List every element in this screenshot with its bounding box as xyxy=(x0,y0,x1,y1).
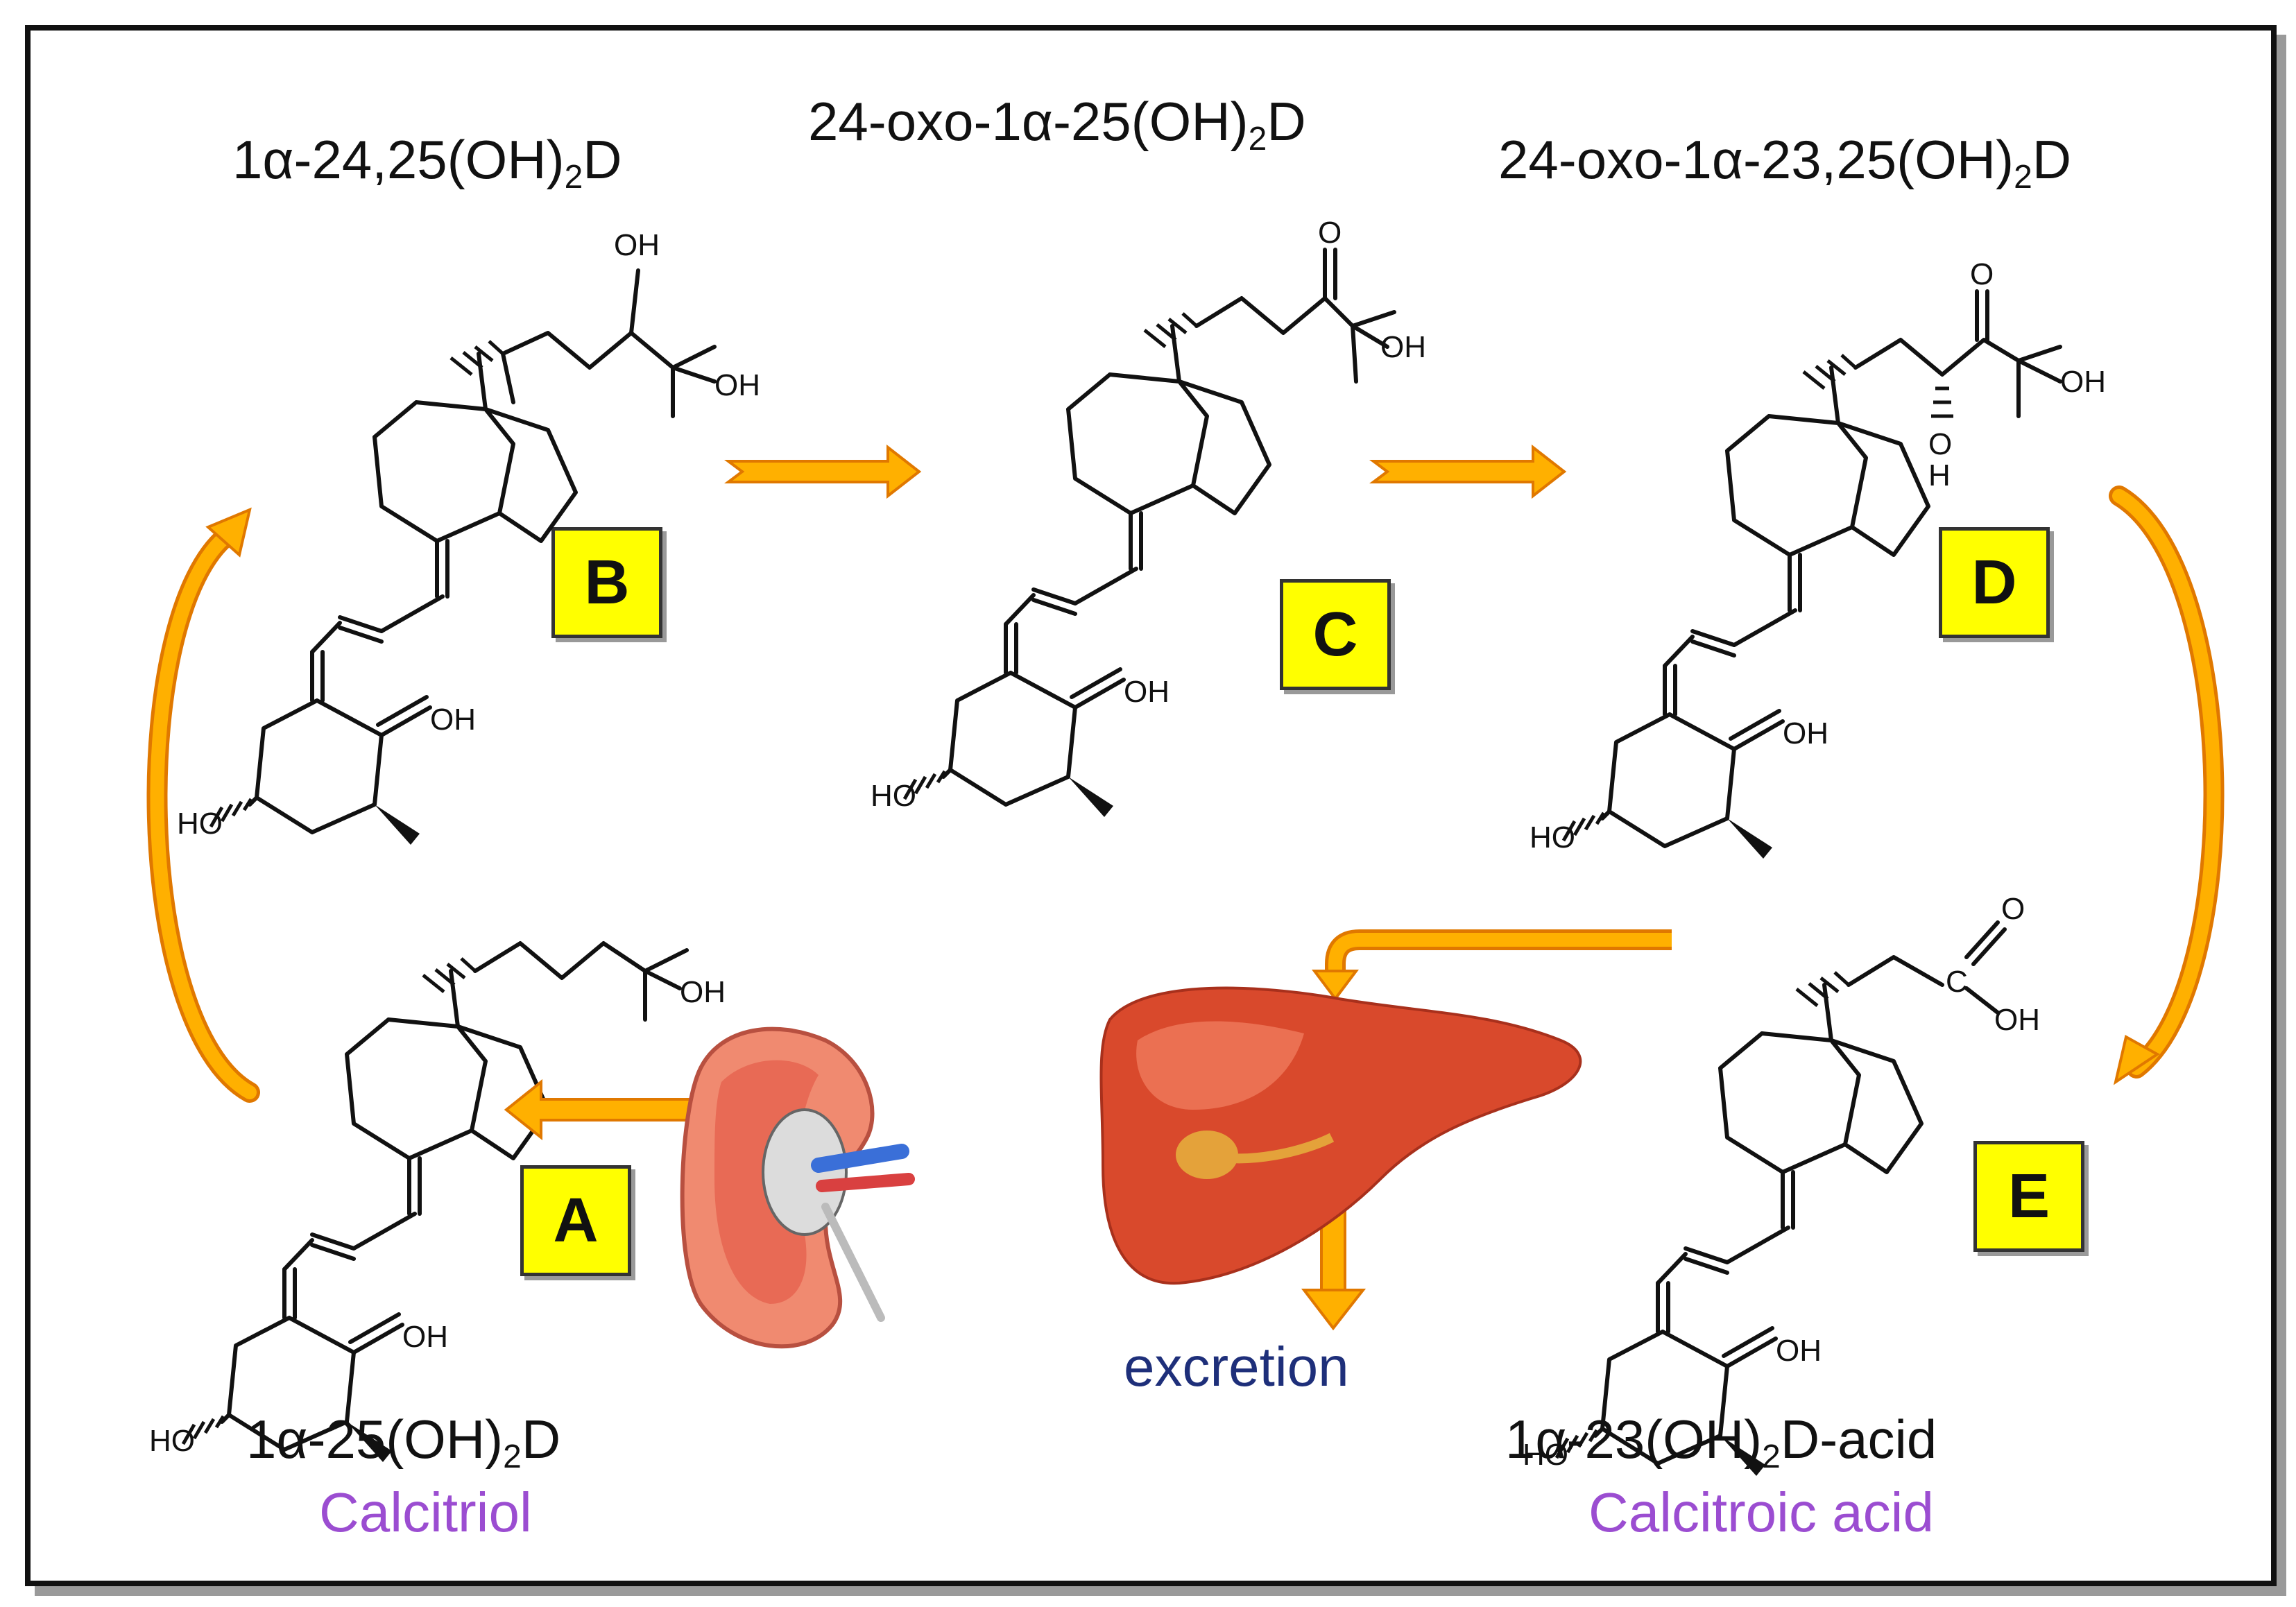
molecule-a: OH HO OH xyxy=(149,941,726,1462)
atom-o: O xyxy=(2001,892,2025,926)
atom-oh: OH xyxy=(1783,716,1828,750)
common-name-e: Calcitroic acid xyxy=(1588,1481,1934,1543)
atom-ho: HO xyxy=(1530,820,1575,854)
atom-h: H xyxy=(1928,458,1951,492)
atom-ho: HO xyxy=(177,807,223,841)
atom-oh: OH xyxy=(402,1320,448,1354)
arrow-e-to-liver xyxy=(1312,929,1672,1002)
common-name-a: Calcitriol xyxy=(319,1481,532,1543)
atom-oh: OH xyxy=(1124,675,1170,709)
atom-oh: OH xyxy=(1380,330,1426,364)
atom-c: C xyxy=(1946,965,1968,999)
molecule-b: OH OH HO OH xyxy=(177,228,760,845)
atom-oh: OH xyxy=(614,228,660,262)
badge-c: C xyxy=(1280,579,1391,690)
title-e: 1α-23(OH)2D-acid xyxy=(1505,1409,1937,1475)
kidney-illustration xyxy=(680,1026,915,1349)
molecule-e: C O OH HO OH xyxy=(1523,892,2040,1476)
arrow-a-to-b xyxy=(146,507,260,1103)
arrow-d-to-e xyxy=(2109,485,2225,1085)
atom-o: O xyxy=(1970,257,1994,291)
atom-o: O xyxy=(1318,216,1342,250)
title-d: 24-oxo-1α-23,25(OH)2D xyxy=(1498,129,2072,196)
liver-illustration xyxy=(1099,986,1582,1285)
arrow-kidney-to-a xyxy=(504,1079,719,1141)
atom-oh: OH xyxy=(1776,1334,1822,1368)
atom-oh: OH xyxy=(1994,1003,2040,1037)
title-a: 1α-25(OH)2D xyxy=(246,1409,561,1475)
arrow-b-to-c xyxy=(724,444,922,499)
badge-e: E xyxy=(1973,1141,2084,1252)
atom-oh: OH xyxy=(430,703,476,737)
arrow-c-to-d xyxy=(1369,444,1567,499)
badge-a: A xyxy=(520,1165,631,1276)
molecule-d: O OH O H HO OH xyxy=(1530,257,2106,859)
atom-oh: OH xyxy=(2060,365,2106,399)
atom-ho: HO xyxy=(1523,1438,1568,1472)
title-b: 1α-24,25(OH)2D xyxy=(232,129,622,196)
badge-d: D xyxy=(1939,527,2050,638)
atom-o: O xyxy=(1928,427,1952,461)
atom-ho: HO xyxy=(149,1424,195,1458)
title-c: 24-oxo-1α-25(OH)2D xyxy=(808,91,1306,157)
atom-ho: HO xyxy=(871,779,916,813)
badge-b: B xyxy=(551,527,662,638)
excretion-label: excretion xyxy=(1124,1336,1349,1398)
atom-oh: OH xyxy=(714,368,760,402)
molecule-c: O OH HO OH xyxy=(871,216,1426,817)
atom-oh: OH xyxy=(680,975,726,1009)
